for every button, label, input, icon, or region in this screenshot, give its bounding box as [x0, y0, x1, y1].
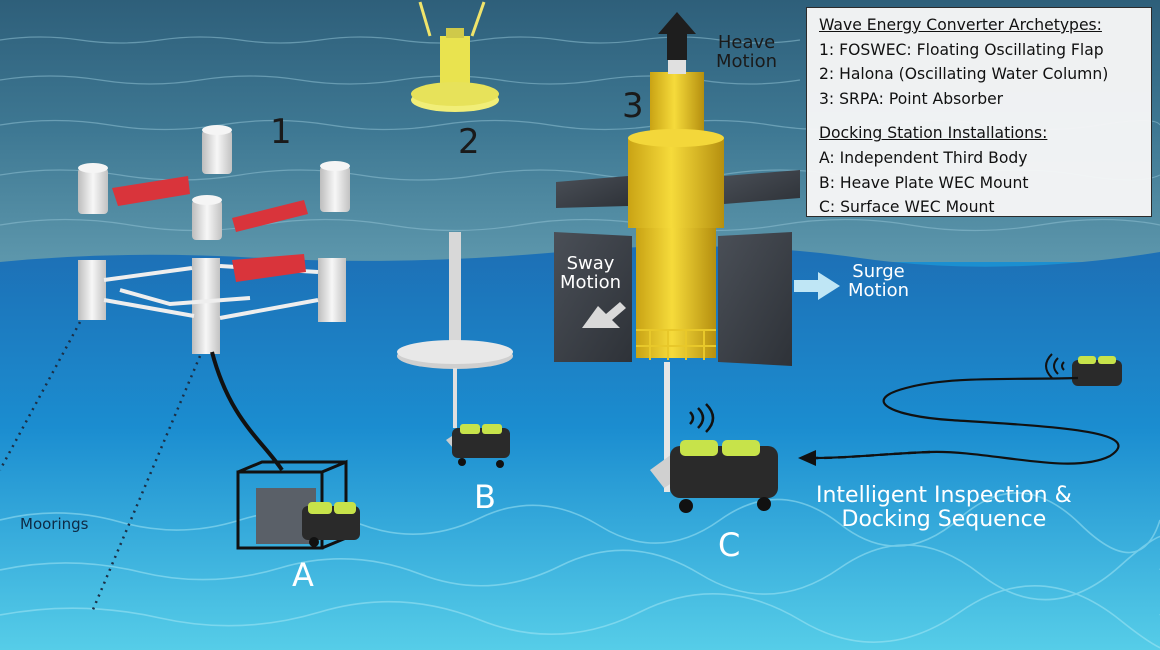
label-station-c: C — [718, 526, 741, 564]
label-archetype-2: 2 — [458, 122, 480, 162]
legend-archetype-item: 3: SRPA: Point Absorber — [819, 89, 1004, 108]
label-docking-sequence: Intelligent Inspection & Docking Sequenc… — [816, 483, 1072, 533]
wec-halona — [397, 1, 513, 428]
inspection-rov — [1045, 353, 1122, 386]
legend-box: Wave Energy Converter Archetypes: 1: FOS… — [806, 7, 1152, 217]
label-station-a: A — [292, 556, 314, 594]
label-sway-motion: Sway Motion — [560, 253, 622, 294]
label-archetype-1: 1 — [270, 112, 292, 152]
legend-station-item: B: Heave Plate WEC Mount — [819, 173, 1029, 192]
label-moorings: Moorings — [20, 515, 89, 533]
label-station-b: B — [474, 478, 496, 516]
label-heave-motion: Heave Motion — [716, 32, 778, 73]
legend-archetype-item: 2: Halona (Oscillating Water Column) — [819, 65, 1109, 84]
legend-archetypes-heading: Wave Energy Converter Archetypes: — [819, 16, 1102, 34]
legend-archetype-item: 1: FOSWEC: Floating Oscillating Flap — [819, 40, 1104, 59]
legend-gap — [819, 111, 1139, 121]
legend-station-item: C: Surface WEC Mount — [819, 198, 995, 217]
legend-stations-heading: Docking Station Installations: — [819, 124, 1048, 143]
wec-srpa — [554, 12, 840, 492]
docking-path-arrowhead — [798, 450, 816, 466]
docking-station-a — [236, 459, 360, 550]
label-archetype-3: 3 — [622, 86, 644, 126]
label-surge-motion: Surge Motion — [848, 261, 910, 302]
wec-foswec — [0, 125, 350, 613]
caustic-light — [0, 492, 1160, 649]
legend-station-item: A: Independent Third Body — [819, 148, 1028, 167]
docking-station-c — [650, 403, 778, 513]
docking-station-b — [446, 424, 510, 468]
